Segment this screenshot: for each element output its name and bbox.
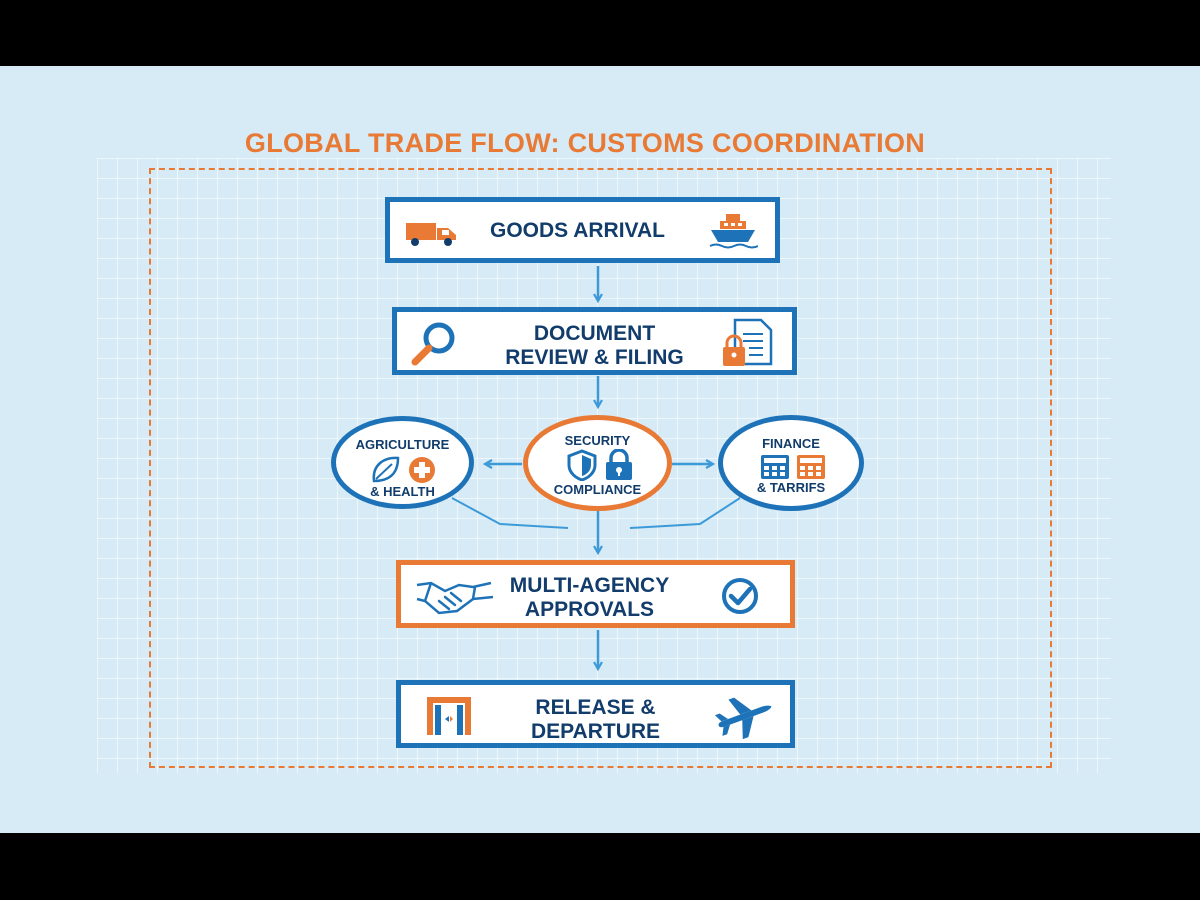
handshake-icon bbox=[416, 581, 494, 615]
document-review-box[interactable]: DOCUMENT REVIEW & FILING bbox=[392, 307, 797, 375]
multi-agency-line1: MULTI-AGENCY bbox=[509, 574, 670, 597]
truck-icon bbox=[406, 223, 456, 246]
shield-icon bbox=[567, 449, 597, 481]
diagram-title: GLOBAL TRADE FLOW: CUSTOMS COORDINATION bbox=[244, 128, 926, 158]
calculator-icon bbox=[761, 455, 825, 479]
security-line1: SECURITY bbox=[564, 433, 631, 448]
medical-cross-icon bbox=[409, 457, 435, 483]
line-agriculture-merge bbox=[451, 497, 569, 529]
magnifier-icon bbox=[411, 322, 455, 366]
goods-arrival-label: GOODS ARRIVAL bbox=[489, 219, 665, 242]
agriculture-line1: AGRICULTURE bbox=[355, 437, 450, 452]
finance-line1: FINANCE bbox=[762, 436, 820, 451]
gate-icon bbox=[427, 697, 471, 735]
security-compliance-node[interactable]: SECURITY COMPLIANCE bbox=[523, 415, 672, 511]
agriculture-line2: & HEALTH bbox=[370, 484, 435, 499]
leaf-icon bbox=[372, 456, 400, 483]
checkmark-icon bbox=[722, 578, 758, 614]
multi-agency-approvals-box[interactable]: MULTI-AGENCY APPROVALS bbox=[396, 560, 795, 628]
line-finance-merge bbox=[629, 497, 741, 529]
finance-line2: & TARRIFS bbox=[756, 480, 826, 495]
finance-tariffs-node[interactable]: FINANCE & TARRIFS bbox=[718, 415, 864, 511]
agriculture-health-node[interactable]: AGRICULTURE & HEALTH bbox=[331, 416, 474, 509]
document-review-line1: DOCUMENT bbox=[533, 322, 656, 345]
security-line2: COMPLIANCE bbox=[553, 482, 642, 497]
ship-icon bbox=[709, 214, 758, 249]
release-line1: RELEASE & bbox=[535, 696, 656, 719]
process-frame bbox=[149, 168, 1052, 768]
diagram-canvas: GLOBAL TRADE FLOW: CUSTOMS COORDINATION … bbox=[0, 66, 1200, 833]
document-review-line2: REVIEW & FILING bbox=[505, 346, 684, 369]
goods-arrival-box[interactable]: GOODS ARRIVAL bbox=[385, 197, 780, 263]
flow-connectors bbox=[451, 266, 741, 833]
release-line2: DEPARTURE bbox=[530, 720, 661, 743]
document-lock-icon bbox=[723, 318, 773, 366]
release-departure-box[interactable]: RELEASE & DEPARTURE bbox=[396, 680, 795, 748]
padlock-icon bbox=[606, 449, 632, 480]
multi-agency-line2: APPROVALS bbox=[524, 598, 655, 621]
airplane-icon bbox=[714, 697, 772, 739]
